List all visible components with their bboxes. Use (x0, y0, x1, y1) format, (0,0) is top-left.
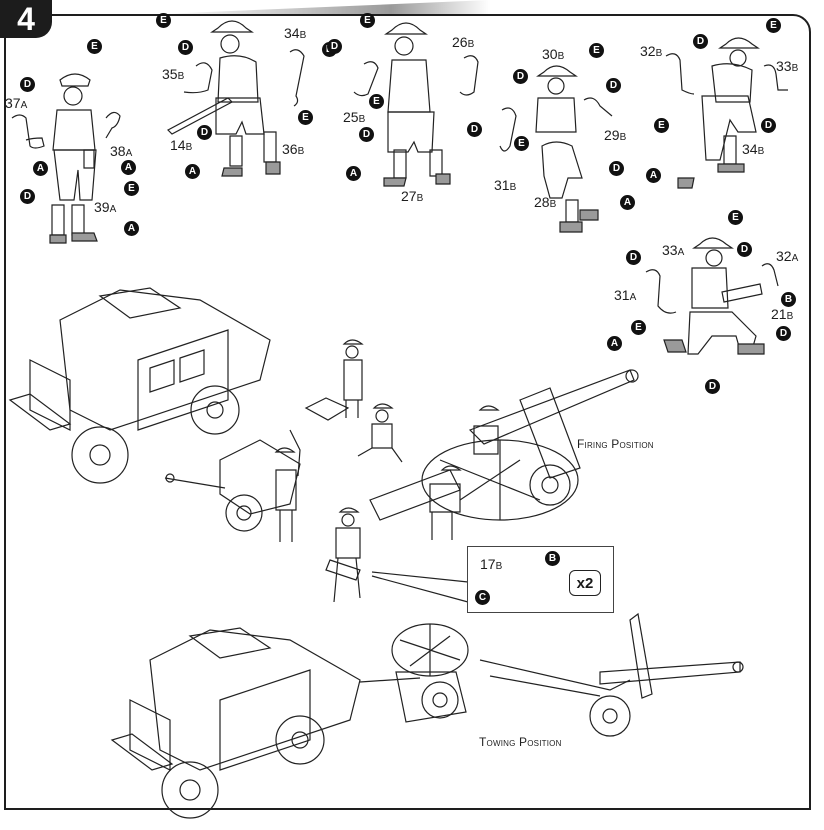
part-label: 37A (5, 95, 28, 111)
paint-code-marker: E (87, 39, 102, 54)
paint-code-marker: A (620, 195, 635, 210)
paint-code-marker: E (298, 110, 313, 125)
paint-code-marker: D (693, 34, 708, 49)
paint-code-marker: A (33, 161, 48, 176)
paint-code-marker: D (178, 40, 193, 55)
part-label: 35B (162, 66, 185, 82)
paint-code-marker: E (654, 118, 669, 133)
paint-code-marker: B (545, 551, 560, 566)
part-label: 31B (494, 177, 517, 193)
figure-3-soldier-art (354, 23, 478, 186)
paint-code-marker: D (359, 127, 374, 142)
paint-code-marker: E (360, 13, 375, 28)
limber-towing-art (360, 624, 468, 722)
detail-leader-lines (372, 572, 468, 602)
tractor-truck-towing-art (112, 628, 360, 818)
towing-position-caption: Towing Position (479, 735, 562, 749)
figure-6-soldier-art (646, 238, 778, 354)
part-label: 34B (742, 141, 765, 157)
part-label: 34B (284, 25, 307, 41)
paint-code-marker: E (156, 13, 171, 28)
gun-crew-firing-art (276, 340, 402, 602)
part-label: 27B (401, 188, 424, 204)
paint-code-marker: A (607, 336, 622, 351)
paint-code-marker: D (606, 78, 621, 93)
part-label: 26B (452, 34, 475, 50)
paint-code-marker: D (776, 326, 791, 341)
paint-code-marker: D (737, 242, 752, 257)
paint-code-marker: D (327, 39, 342, 54)
limber-firing-art (165, 430, 300, 531)
part-label: 17B (480, 556, 503, 572)
paint-code-marker: E (766, 18, 781, 33)
part-label: 38A (110, 143, 133, 159)
paint-code-marker: E (124, 181, 139, 196)
paint-code-marker: D (20, 189, 35, 204)
paint-code-marker: D (467, 122, 482, 137)
paint-code-marker: A (185, 164, 200, 179)
instruction-frame (4, 14, 811, 810)
part-label: 36B (282, 141, 305, 157)
step-number-badge: 4 (0, 0, 52, 38)
figure-1-soldier-art (12, 74, 120, 243)
paint-code-marker: E (514, 136, 529, 151)
paint-code-marker: A (346, 166, 361, 181)
ammo-box-detail-panel (467, 546, 614, 613)
field-gun-firing-art (370, 370, 638, 540)
paint-code-marker: C (475, 590, 490, 605)
paint-code-marker: E (589, 43, 604, 58)
part-label: 14B (170, 137, 193, 153)
paint-code-marker: B (781, 292, 796, 307)
figure-4-soldier-art (500, 66, 612, 232)
paint-code-marker: E (728, 210, 743, 225)
paint-code-marker: D (609, 161, 624, 176)
part-label: 32B (640, 43, 663, 59)
part-label: 21B (771, 306, 794, 322)
paint-code-marker: A (121, 160, 136, 175)
tractor-truck-firing-art (10, 288, 270, 483)
figure-5-soldier-art (666, 38, 788, 188)
paint-code-marker: D (197, 125, 212, 140)
firing-position-caption: Firing Position (577, 437, 654, 451)
part-label: 25B (343, 109, 366, 125)
part-label: 31A (614, 287, 637, 303)
part-label: 32A (776, 248, 799, 264)
paint-code-marker: A (646, 168, 661, 183)
paint-code-marker: D (705, 379, 720, 394)
figure-2-soldier-art (168, 21, 304, 176)
part-label: 29B (604, 127, 627, 143)
part-label: 33A (662, 242, 685, 258)
paint-code-marker: D (761, 118, 776, 133)
field-gun-towing-art (480, 614, 743, 736)
paint-code-marker: E (369, 94, 384, 109)
part-label: 30B (542, 46, 565, 62)
part-label: 28B (534, 194, 557, 210)
part-label: 33B (776, 58, 799, 74)
paint-code-marker: A (124, 221, 139, 236)
paint-code-marker: D (513, 69, 528, 84)
paint-code-marker: D (626, 250, 641, 265)
part-label: 39A (94, 199, 117, 215)
paint-code-marker: E (631, 320, 646, 335)
paint-code-marker: D (20, 77, 35, 92)
quantity-badge: x2 (569, 570, 601, 596)
